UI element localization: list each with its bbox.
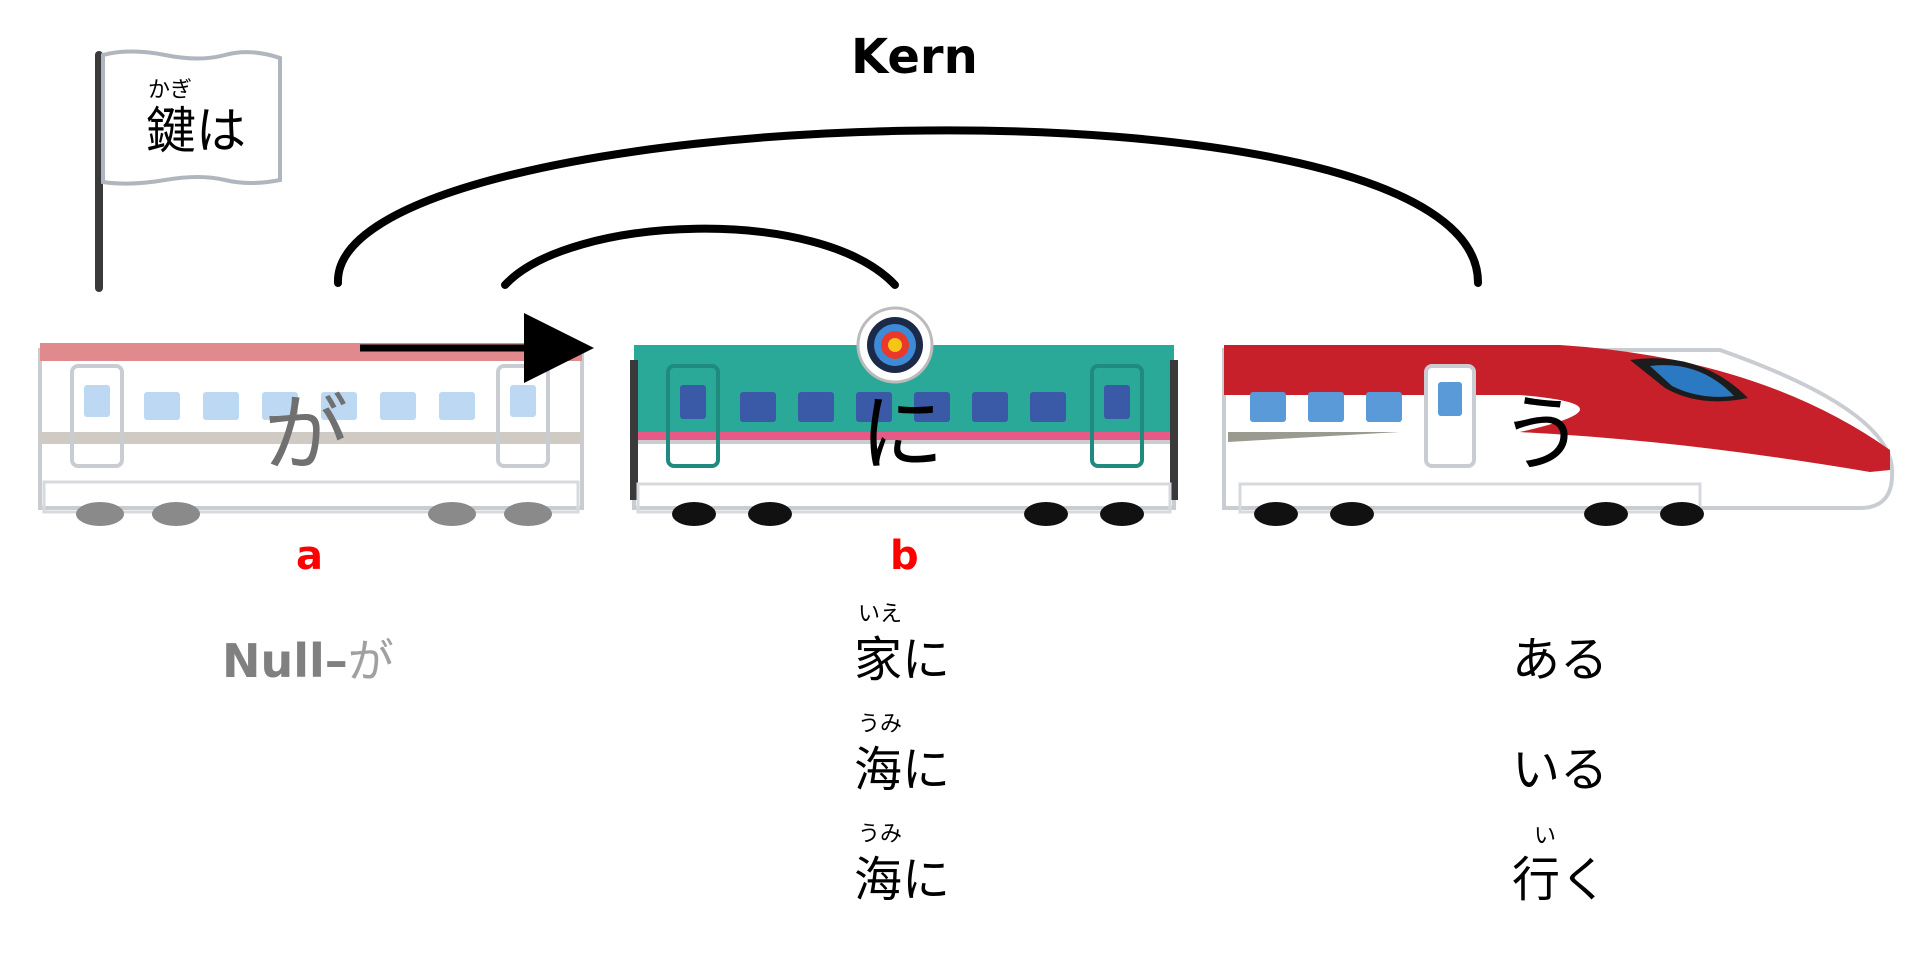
null-particle: が <box>347 634 394 688</box>
flag-cloth <box>101 49 282 186</box>
train-car-a <box>38 343 584 526</box>
target-icon <box>856 306 934 384</box>
col-c-ruby-3: い <box>1534 824 1557 849</box>
col-b-ruby-2: うみ <box>858 712 903 737</box>
car-a-particle: が <box>264 385 349 483</box>
inner-arc <box>501 224 899 289</box>
col-b-word-3: 海に <box>854 852 951 908</box>
col-b-ruby-1: いえ <box>858 602 903 627</box>
col-c-word-1: ある <box>1512 632 1609 688</box>
car-b-particle: に <box>860 385 945 483</box>
flag <box>95 49 282 292</box>
kern-arc <box>333 126 1483 287</box>
col-b-word-2: 海に <box>854 742 951 798</box>
marker-a: a <box>296 533 323 579</box>
diagram-title: Kern <box>851 29 978 85</box>
null-prefix: Null– <box>222 634 348 688</box>
train-car-c <box>1222 345 1895 526</box>
marker-b: b <box>890 533 919 579</box>
flag-ruby: かぎ <box>148 78 193 103</box>
flag-text: 鍵は <box>146 102 246 160</box>
col-c-word-3: 行く <box>1512 852 1609 908</box>
col-b-ruby-3: うみ <box>858 822 903 847</box>
null-ga-label: Null–が <box>222 638 394 684</box>
col-c-word-2: いる <box>1512 742 1609 798</box>
col-b-word-1: 家に <box>854 632 951 688</box>
car-c-particle: う <box>1500 385 1585 483</box>
